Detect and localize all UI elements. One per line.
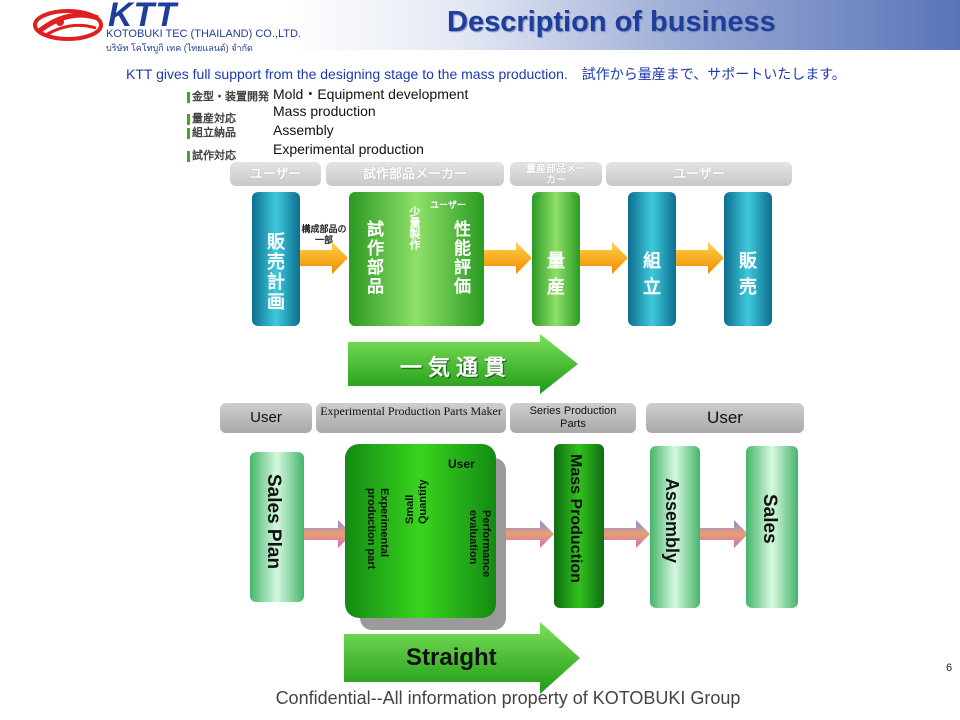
en-header-prototype-maker: Experimental Production Parts Maker xyxy=(316,403,506,433)
en-arrow-1 xyxy=(304,520,352,548)
legend-jp-assembly: 組立納品 xyxy=(187,124,236,140)
legend-jp-mass: 量産対応 xyxy=(187,110,236,126)
en-small-qty-label: Small Quantity xyxy=(404,479,429,524)
en-sales-plan-label: Sales Plan xyxy=(263,474,284,570)
confidential-footer: Confidential--All information property o… xyxy=(275,688,741,708)
page-title: Description of business xyxy=(447,6,776,38)
en-assembly-box xyxy=(650,446,700,608)
en-experimental-part-label: Experimental production part xyxy=(365,488,390,570)
en-mass-box xyxy=(554,444,604,608)
en-mass-label: Mass Production xyxy=(567,454,584,583)
en-arrow-4 xyxy=(700,520,748,548)
jp-arrow-2 xyxy=(484,242,532,274)
jp-header-user: ユーザー xyxy=(230,162,321,186)
company-name: KOTOBUKI TEC (THAILAND) CO.,LTD. xyxy=(106,28,301,40)
en-user-tag: User xyxy=(448,457,475,471)
en-sales-label: Sales xyxy=(759,494,780,544)
en-perf-eval-label: Performance evaluation xyxy=(467,510,492,578)
en-sales-box xyxy=(746,446,798,608)
jp-sales-box: 販売 xyxy=(724,192,772,326)
legend-assembly-label: Assembly xyxy=(273,122,334,138)
legend-mass-label: Mass production xyxy=(273,103,376,119)
en-header-user-2: User xyxy=(646,403,804,433)
green-bar-icon xyxy=(187,91,190,103)
green-bar-icon xyxy=(187,127,190,139)
legend-experimental-label: Experimental production xyxy=(273,141,424,157)
en-arrow-2 xyxy=(496,520,554,548)
jp-small-qty-label: 少量製作 xyxy=(408,206,420,250)
en-header-user: User xyxy=(220,403,312,433)
en-assembly-label: Assembly xyxy=(662,478,682,564)
en-sales-plan-box xyxy=(250,452,304,602)
jp-prototype-box xyxy=(349,192,484,326)
jp-arrow-4 xyxy=(676,242,724,274)
en-straight-label: Straight xyxy=(406,644,497,671)
logo-text: KTT xyxy=(108,0,178,34)
green-bar-icon xyxy=(187,150,190,162)
jp-arrow-1 xyxy=(300,242,348,274)
header-band xyxy=(0,0,960,50)
jp-header-mass-maker: 量産部品メーカー xyxy=(510,162,602,186)
en-prototype-box xyxy=(345,444,496,618)
legend-jp-experimental: 試作対応 xyxy=(187,147,236,163)
jp-arrow-3 xyxy=(580,242,628,274)
jp-header-prototype-maker: 試作部品メーカー xyxy=(326,162,504,186)
jp-user-tag: ユーザー xyxy=(430,200,466,210)
tagline: KTT gives full support from the designin… xyxy=(126,66,846,82)
jp-straight-arrow xyxy=(348,334,578,394)
jp-straight-label: 一気通貫 xyxy=(400,355,513,380)
jp-assembly-box: 組立 xyxy=(628,192,676,326)
en-straight-arrow xyxy=(344,622,580,694)
company-thai-name: บริษัท โคโทบูกิ เทค (ไทยแลนด์) จำกัด xyxy=(106,43,253,53)
en-arrow-3 xyxy=(604,520,650,548)
jp-perf-eval-label: 性能評価 xyxy=(451,220,470,296)
legend-mold-label: Mold・Equipment development xyxy=(273,86,469,102)
legend-jp-mold: 金型・装置開発 xyxy=(187,88,269,104)
green-bar-icon xyxy=(187,113,190,125)
page-number: 6 xyxy=(946,662,953,674)
jp-header-user-2: ユーザー xyxy=(606,162,792,186)
jp-prototype-parts-label: 試作部品 xyxy=(364,220,383,296)
en-header-series-parts: Series Production Parts xyxy=(510,403,636,433)
kotobuki-logo-icon xyxy=(33,9,103,41)
jp-mass-box: 量産 xyxy=(532,192,580,326)
jp-sales-plan-box: 販売計画 xyxy=(252,192,300,326)
jp-component-part-label: 構成部品の一部 xyxy=(301,224,347,245)
